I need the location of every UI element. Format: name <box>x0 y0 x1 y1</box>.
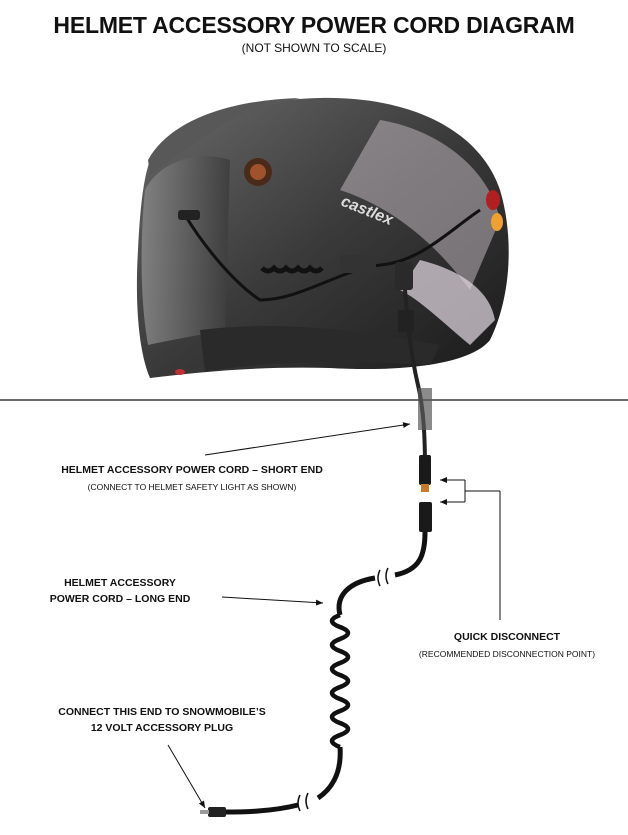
long-end-label-line1: HELMET ACCESSORY <box>64 577 176 589</box>
long-end-label-line2: POWER CORD – LONG END <box>49 593 191 605</box>
quick-disconnect-bracket <box>440 477 501 620</box>
coiled-cord <box>329 612 351 750</box>
quick-disconnect-label: QUICK DISCONNECT <box>453 631 561 643</box>
diagram-subtitle: (NOT SHOWN TO SCALE) <box>241 41 387 55</box>
long-end-arrow <box>221 596 324 606</box>
short-end-note: (CONNECT TO HELMET SAFETY LIGHT AS SHOWN… <box>87 482 297 492</box>
long-end-cord <box>200 502 432 817</box>
quick-disconnect-note: (RECOMMENDED DISCONNECTION POINT) <box>418 649 596 659</box>
short-end-arrow <box>204 422 411 456</box>
short-end-cord <box>403 289 432 492</box>
diagram-title: HELMET ACCESSORY POWER CORD DIAGRAM <box>53 12 575 38</box>
plug-end-label-line1: CONNECT THIS END TO SNOWMOBILE’S <box>58 706 266 718</box>
plug-end-label-line2: 12 VOLT ACCESSORY PLUG <box>90 722 234 734</box>
plug-end-arrow <box>167 744 206 809</box>
short-end-label: HELMET ACCESSORY POWER CORD – SHORT END <box>61 464 323 476</box>
accessory-plug-icon <box>208 807 226 817</box>
helmet-image: castlex <box>136 97 509 379</box>
